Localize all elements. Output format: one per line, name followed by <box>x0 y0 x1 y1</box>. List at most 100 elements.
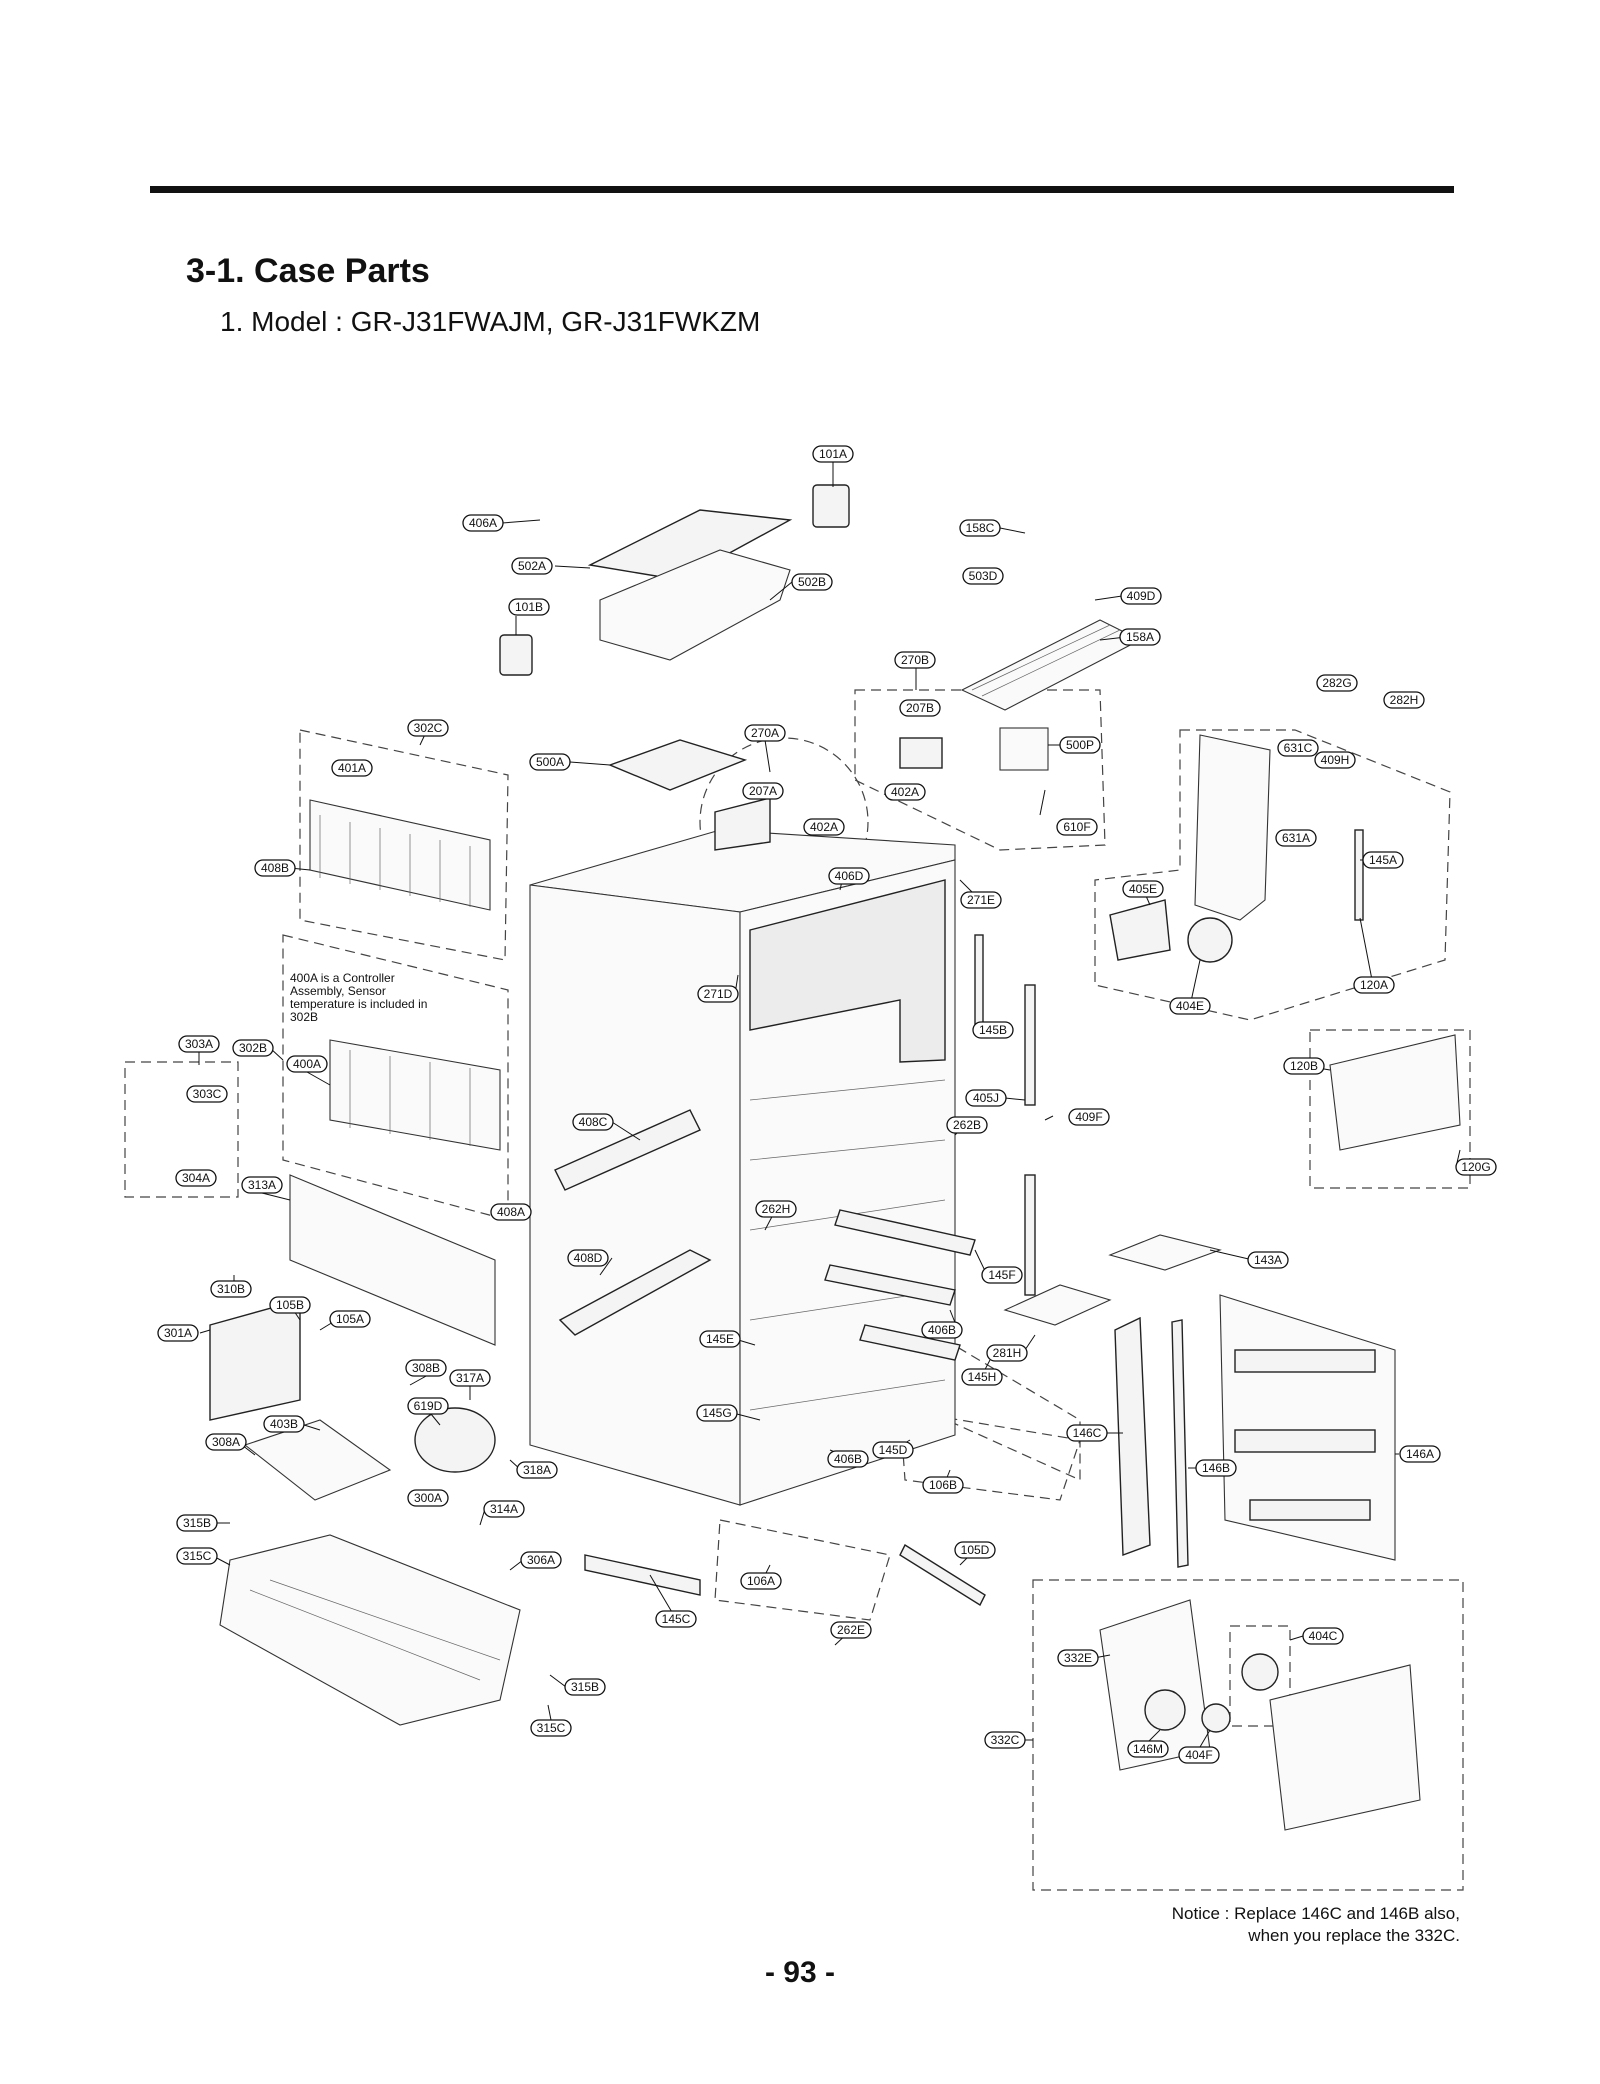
part-label-text: 408D <box>574 1251 603 1265</box>
part-label: 502B <box>791 573 833 591</box>
part-label: 101A <box>812 445 854 463</box>
part-label-text: 302B <box>239 1041 267 1055</box>
part-label-text: 406D <box>835 869 864 883</box>
part-label: 406A <box>462 514 504 532</box>
part-label: 408B <box>254 859 296 877</box>
door-332c-group <box>1032 1579 1464 1891</box>
part-label: 300A <box>407 1489 449 1507</box>
part-404c <box>1241 1653 1279 1691</box>
part-label: 317A <box>449 1369 491 1387</box>
part-146a-bin-1 <box>1234 1349 1376 1373</box>
part-label: 302C <box>407 719 449 737</box>
part-label: 106A <box>740 1572 782 1590</box>
part-label-text: 409F <box>1075 1110 1102 1124</box>
part-label: 304A <box>175 1169 217 1187</box>
part-label-text: 270A <box>751 726 779 740</box>
part-label-text: 315B <box>571 1680 599 1694</box>
part-label: 303C <box>186 1085 228 1103</box>
top-parts <box>499 484 1142 851</box>
part-label: 105B <box>269 1296 311 1314</box>
part-label: 500A <box>529 753 571 771</box>
part-label-text: 315C <box>537 1721 566 1735</box>
part-302c <box>309 799 491 911</box>
part-label: 145F <box>981 1266 1023 1284</box>
part-label-text: 310B <box>217 1282 245 1296</box>
part-101b <box>499 634 533 676</box>
part-label-text: 262B <box>953 1118 981 1132</box>
part-405j <box>1024 984 1036 1106</box>
part-label: 503D <box>962 567 1004 585</box>
part-label: 146B <box>1195 1459 1237 1477</box>
part-label: 120A <box>1353 976 1395 994</box>
section-title: 3-1. Case Parts <box>186 252 430 290</box>
part-label-text: 401A <box>338 761 366 775</box>
part-label: 631C <box>1277 739 1319 757</box>
part-146a-bin-2 <box>1234 1429 1376 1453</box>
part-label: 315B <box>176 1514 218 1532</box>
doors <box>1099 1034 1461 1831</box>
part-label-text: 207B <box>906 701 934 715</box>
part-label-text: 146B <box>1202 1461 1230 1475</box>
part-label-text: 101A <box>819 447 847 461</box>
part-label-text: 313A <box>248 1178 276 1192</box>
part-146b <box>1171 1319 1189 1568</box>
part-label: 270A <box>744 724 786 742</box>
part-313a <box>289 1174 496 1346</box>
part-label: 145B <box>972 1021 1014 1039</box>
part-label-text: 145E <box>706 1332 734 1346</box>
shelves <box>554 1109 1222 1607</box>
part-label-text: 502B <box>798 575 826 589</box>
evaporators <box>309 799 501 1151</box>
part-label-text: 317A <box>456 1371 484 1385</box>
part-631c <box>1194 734 1271 921</box>
part-281h <box>1003 1284 1112 1326</box>
cover-120b-group <box>1309 1029 1471 1189</box>
part-502a <box>587 509 793 581</box>
part-143a <box>1108 1234 1222 1271</box>
part-label: 409H <box>1314 751 1356 769</box>
part-332c <box>1269 1664 1421 1831</box>
part-label-text: 271E <box>967 893 995 907</box>
part-label: 262H <box>755 1200 797 1218</box>
part-label: 408C <box>572 1113 614 1131</box>
part-502b <box>599 549 791 661</box>
sensor-303a-group <box>124 1061 239 1198</box>
part-label: 401A <box>331 759 373 777</box>
part-label-text: 120B <box>1290 1059 1318 1073</box>
part-label: 310B <box>210 1280 252 1298</box>
part-label: 145H <box>961 1368 1003 1386</box>
part-label-text: 408A <box>497 1205 525 1219</box>
part-label-text: 146C <box>1073 1426 1102 1440</box>
part-label: 406B <box>921 1321 963 1339</box>
part-label: 271E <box>960 891 1002 909</box>
top-rule <box>150 186 1454 193</box>
part-label-text: 145H <box>968 1370 997 1384</box>
part-label-text: 402A <box>810 820 838 834</box>
part-label: 146M <box>1127 1740 1169 1758</box>
part-label: 404C <box>1302 1627 1344 1645</box>
part-label: 106B <box>922 1476 964 1494</box>
part-label-text: 158C <box>966 521 995 535</box>
part-408c <box>554 1109 701 1191</box>
part-label: 270B <box>894 651 936 669</box>
evaporator-302b-group <box>282 934 509 1221</box>
ice-maker-270b-group <box>854 689 1106 851</box>
part-label: 315C <box>530 1719 572 1737</box>
part-label-text: 408B <box>261 861 289 875</box>
notice-line-2: when you replace the 332C. <box>1248 1926 1460 1945</box>
part-label-text: 270B <box>901 653 929 667</box>
part-label-text: 404C <box>1309 1629 1338 1643</box>
part-label-text: 145C <box>662 1612 691 1626</box>
part-label-text: 145G <box>702 1406 731 1420</box>
part-label-text: 145F <box>988 1268 1015 1282</box>
part-label: 408A <box>490 1203 532 1221</box>
part-label: 158C <box>959 519 1001 537</box>
part-label-text: 304A <box>182 1171 210 1185</box>
part-label: 262E <box>830 1621 872 1639</box>
part-label-text: 500P <box>1066 738 1094 752</box>
part-308a <box>243 1419 392 1501</box>
part-label: 406B <box>827 1450 869 1468</box>
part-label-text: 301A <box>164 1326 192 1340</box>
part-label-text: 502A <box>518 559 546 573</box>
page-number: - 93 - <box>764 1956 836 1989</box>
